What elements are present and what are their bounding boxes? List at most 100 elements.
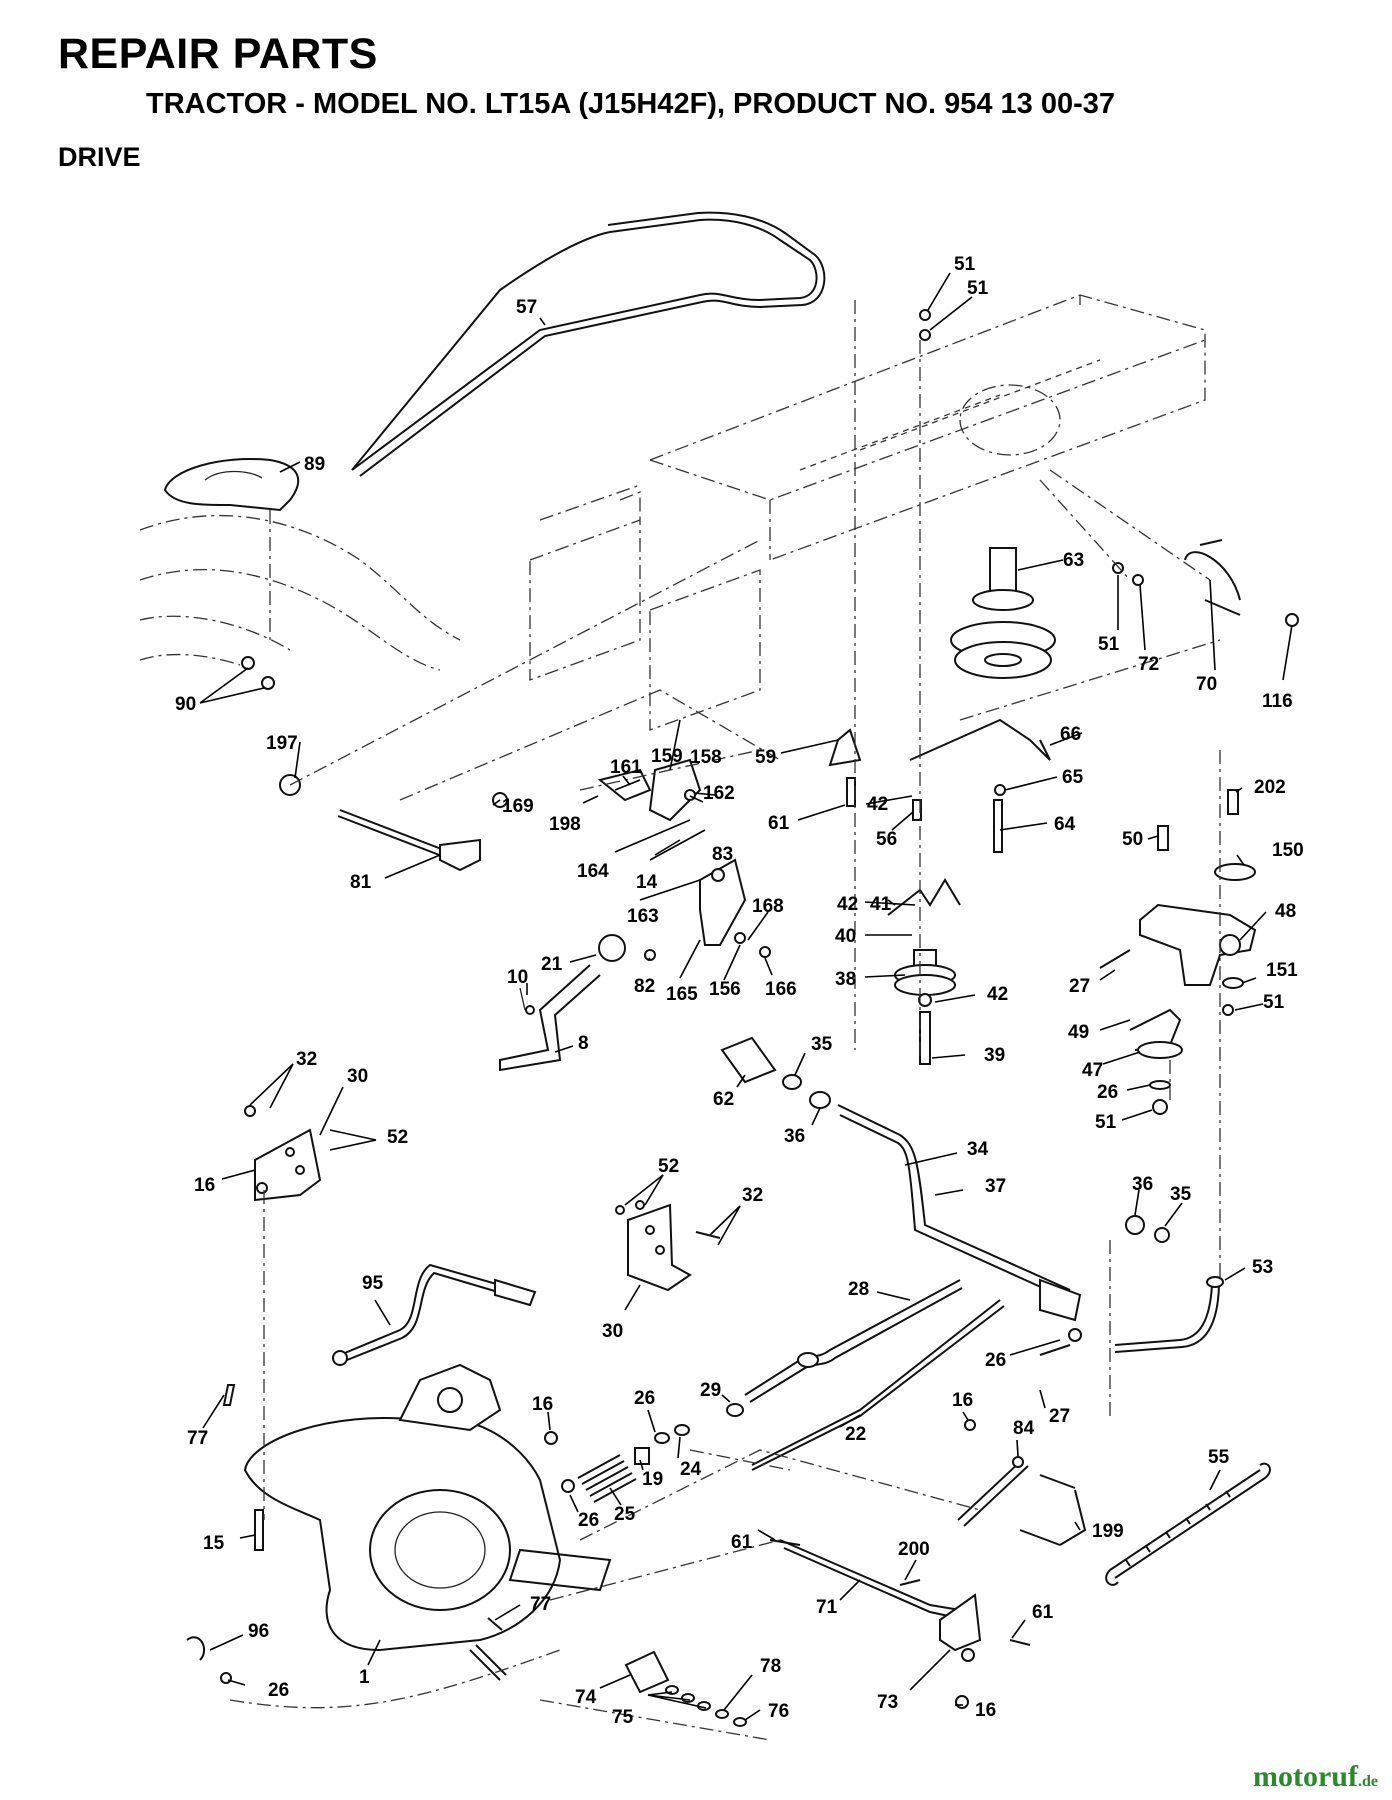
drive-belt-57: [351, 211, 826, 477]
watermark-suffix: .de: [1358, 1773, 1378, 1790]
callout-76: 76: [768, 1701, 789, 1722]
callout-169: 169: [502, 796, 534, 817]
hardware-misc: [186, 309, 1299, 1709]
callout-164: 164: [577, 861, 609, 882]
callout-78: 78: [760, 1656, 781, 1677]
callout-52: 52: [658, 1156, 679, 1177]
callout-51: 51: [954, 254, 976, 275]
bushing-62: [720, 1036, 831, 1109]
callout-22: 22: [845, 1424, 866, 1445]
bushing-74: [624, 1650, 747, 1727]
callout-29: 29: [700, 1380, 721, 1401]
spring-55: [1105, 1462, 1271, 1586]
callout-15: 15: [203, 1533, 225, 1554]
cross-shaft-34: [837, 1104, 1082, 1322]
callout-16: 16: [532, 1394, 553, 1415]
callout-10: 10: [507, 967, 528, 988]
callout-labels: 57 89 90 51 51 51 72 63 70 116 197 161 1…: [175, 254, 1304, 1728]
callout-75: 75: [612, 1707, 634, 1728]
callout-165: 165: [666, 984, 698, 1005]
spring-25: [561, 1424, 690, 1503]
fender-outline: [139, 514, 461, 671]
callout-84: 84: [1013, 1418, 1035, 1439]
callout-202: 202: [1254, 777, 1286, 798]
callout-26: 26: [578, 1510, 599, 1531]
callout-47: 47: [1082, 1060, 1103, 1081]
callout-35: 35: [811, 1034, 833, 1055]
callout-51: 51: [967, 278, 989, 299]
callout-42: 42: [987, 984, 1008, 1005]
callout-82: 82: [634, 976, 655, 997]
watermark-text: motoruf: [1253, 1760, 1358, 1793]
callout-21: 21: [541, 954, 563, 975]
transaxle-1: [243, 1363, 612, 1681]
callout-162: 162: [703, 783, 735, 804]
callout-49: 49: [1068, 1022, 1089, 1043]
callout-200: 200: [898, 1539, 930, 1560]
callout-70: 70: [1196, 674, 1217, 695]
callout-16: 16: [194, 1175, 215, 1196]
callout-32: 32: [742, 1185, 763, 1206]
callout-61: 61: [1032, 1602, 1054, 1623]
model-subtitle: TRACTOR - MODEL NO. LT15A (J15H42F), PRO…: [146, 88, 1116, 120]
callout-30: 30: [347, 1066, 368, 1087]
pedal-pad-89: [163, 458, 300, 640]
callout-64: 64: [1054, 814, 1076, 835]
callout-61: 61: [731, 1532, 753, 1553]
callout-63: 63: [1063, 550, 1084, 571]
leader-lines: [199, 272, 1293, 1721]
callout-95: 95: [362, 1273, 384, 1294]
callout-26: 26: [985, 1350, 1006, 1371]
callout-159: 159: [651, 746, 683, 767]
link-71: [769, 1539, 982, 1652]
callout-27: 27: [1069, 976, 1090, 997]
callout-52: 52: [387, 1127, 408, 1148]
shift-lever-8: [499, 934, 626, 1072]
callout-72: 72: [1138, 654, 1159, 675]
callout-25: 25: [614, 1504, 636, 1525]
callout-14: 14: [636, 872, 658, 893]
callout-90: 90: [175, 694, 196, 715]
callout-59: 59: [755, 747, 776, 768]
callout-26: 26: [268, 1680, 289, 1701]
callout-199: 199: [1092, 1521, 1124, 1542]
callout-168: 168: [752, 896, 784, 917]
callout-71: 71: [816, 1597, 838, 1618]
callout-8: 8: [578, 1033, 589, 1054]
callout-198: 198: [549, 814, 581, 835]
callout-50: 50: [1122, 829, 1143, 850]
callout-16: 16: [975, 1700, 996, 1721]
callout-158: 158: [690, 747, 722, 768]
callout-116: 116: [1262, 691, 1293, 712]
callout-151: 151: [1266, 960, 1298, 981]
callout-37: 37: [985, 1176, 1006, 1197]
callout-83: 83: [712, 844, 733, 865]
callout-36: 36: [784, 1126, 805, 1147]
rod-28: [726, 1279, 963, 1417]
callout-26: 26: [634, 1388, 655, 1409]
callout-40: 40: [835, 926, 856, 947]
callout-61: 61: [768, 813, 790, 834]
callout-42: 42: [837, 894, 858, 915]
callout-161: 161: [610, 757, 642, 778]
callout-89: 89: [304, 454, 325, 475]
callout-34: 34: [967, 1139, 989, 1160]
callout-39: 39: [984, 1045, 1005, 1066]
callout-57: 57: [516, 297, 537, 318]
callout-62: 62: [713, 1089, 734, 1110]
bracket-49: [1129, 1008, 1183, 1115]
page-title: REPAIR PARTS: [58, 30, 378, 78]
callout-55: 55: [1208, 1447, 1230, 1468]
callout-150: 150: [1272, 840, 1304, 861]
pulley-38: [894, 949, 956, 1065]
callout-24: 24: [680, 1459, 702, 1480]
callout-38: 38: [835, 969, 856, 990]
rod-22: [751, 1299, 1005, 1471]
callout-53: 53: [1252, 1257, 1273, 1278]
callout-19: 19: [642, 1469, 663, 1490]
callout-156: 156: [709, 979, 741, 1000]
callout-42: 42: [867, 794, 888, 815]
callout-16: 16: [952, 1390, 973, 1411]
callout-51: 51: [1095, 1112, 1117, 1133]
